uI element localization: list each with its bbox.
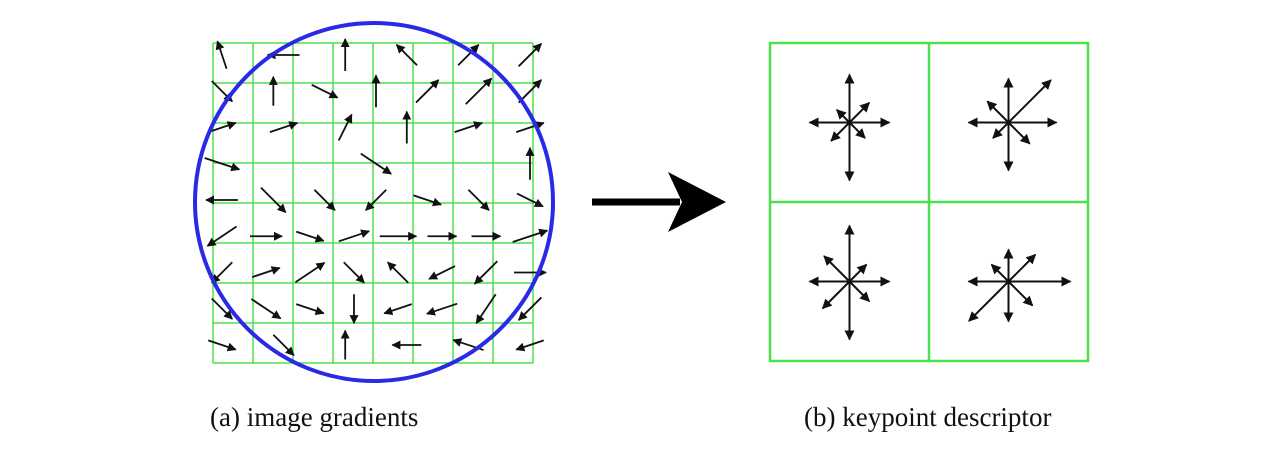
gaussian-window-circle: [193, 21, 555, 383]
orientation-bin-arrow: [1007, 253, 1037, 283]
gradient-arrow: [211, 261, 233, 284]
image-gradients-panel: [193, 21, 555, 383]
orientation-bin-arrow: [1007, 280, 1034, 307]
gradient-arrow: [467, 189, 490, 211]
orientation-bin-arrow: [848, 121, 866, 139]
gradient-arrow: [311, 83, 339, 99]
caption-keypoint-descriptor: (b) keypoint descriptor: [804, 402, 1052, 432]
gradient-arrow: [272, 334, 295, 356]
gradient-arrow: [413, 194, 442, 207]
keypoint-descriptor-panel: [768, 41, 1090, 363]
gradient-arrow: [515, 339, 545, 352]
orientation-bin-arrow: [986, 100, 1010, 124]
gradient-arrow: [383, 303, 413, 316]
gradient-arrow: [518, 296, 542, 321]
orientation-bin-arrow: [1007, 121, 1031, 145]
orientation-bin-arrow: [836, 109, 851, 124]
orientation-bin-arrow: [848, 280, 871, 303]
orientation-bin-arrow: [990, 263, 1010, 283]
orientation-histograms: [808, 73, 1072, 341]
gradient-arrow: [343, 261, 365, 284]
gradient-arrow: [395, 44, 418, 66]
gradient-arrow: [365, 189, 387, 211]
gradient-arrow: [207, 339, 237, 352]
orientation-bin-arrow: [848, 263, 868, 283]
gradient-arrow: [387, 261, 409, 284]
gradient-arrow: [415, 79, 440, 104]
gradient-arrow: [337, 113, 353, 141]
gradient-arrow: [465, 77, 493, 105]
gradient-arrow: [294, 262, 326, 283]
gradient-arrow: [425, 302, 458, 316]
gradient-arrow: [207, 121, 237, 133]
transition-arrow: [592, 172, 726, 232]
orientation-bin-arrow: [992, 121, 1010, 139]
orientation-histogram: [808, 73, 891, 182]
orientation-bin-arrow: [830, 121, 851, 142]
gradient-arrow: [338, 229, 371, 243]
gradient-arrow: [454, 121, 484, 133]
gradient-arrow: [206, 225, 238, 247]
gradient-arrow: [516, 192, 544, 208]
gradient-arrow: [295, 230, 325, 243]
gradient-arrow: [475, 293, 497, 325]
orientation-bin-arrow: [821, 280, 851, 310]
descriptor-grid: [768, 41, 1090, 363]
gradient-arrows: [204, 38, 549, 360]
orientation-histogram: [967, 77, 1058, 172]
gradient-arrow: [313, 189, 336, 211]
gradient-arrow: [518, 43, 542, 67]
orientation-bin-arrow: [1007, 79, 1052, 124]
orientation-histogram: [967, 248, 1072, 323]
gradient-arrow: [250, 298, 282, 320]
orientation-histogram: [808, 224, 891, 341]
caption-image-gradients: (a) image gradients: [210, 402, 419, 432]
transition-arrow-head: [668, 172, 726, 232]
gradient-arrow: [269, 121, 299, 133]
orientation-bin-arrow: [823, 255, 851, 283]
gradient-arrow: [360, 152, 392, 175]
gradient-arrow: [428, 265, 456, 280]
gradient-arrow: [204, 157, 241, 172]
gradient-arrow: [457, 44, 480, 66]
gradient-arrow: [211, 297, 233, 320]
gradient-arrow: [215, 40, 228, 70]
gradient-arrow: [515, 121, 545, 133]
gradient-arrow: [295, 303, 325, 316]
gradient-arrow: [251, 266, 281, 278]
gradient-arrow: [260, 186, 287, 214]
gradient-arrow: [474, 260, 498, 285]
orientation-bin-arrow: [968, 280, 1010, 322]
gradient-arrow: [512, 228, 549, 243]
orientation-bin-arrow: [848, 101, 871, 124]
